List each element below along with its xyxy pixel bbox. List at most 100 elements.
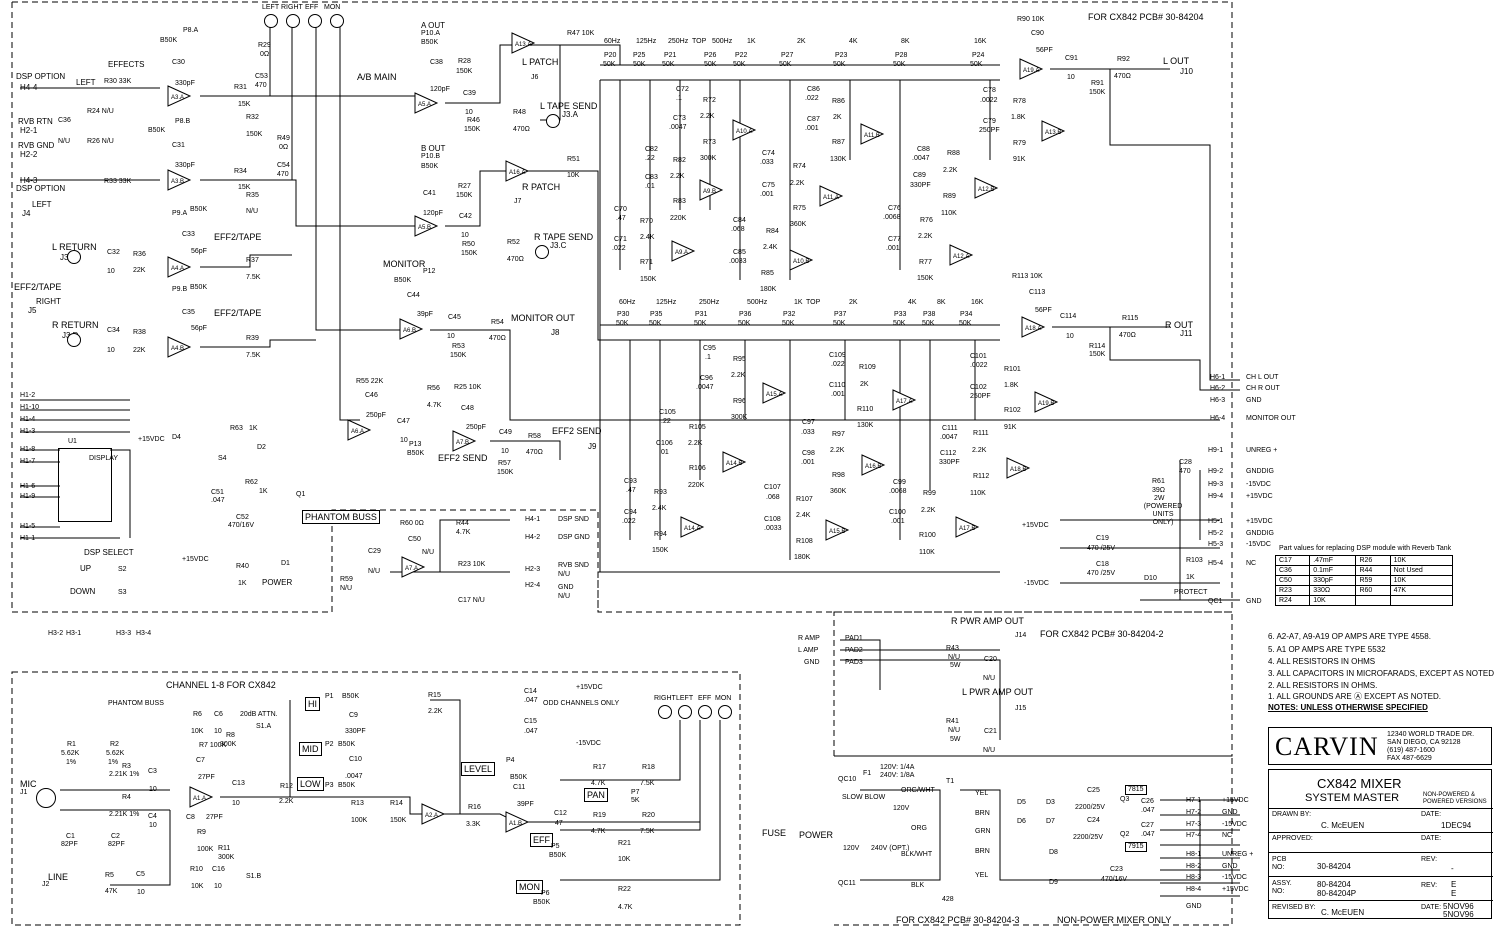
power-label-1: GND [1222,809,1238,816]
h4-1-dsp-snd-pin: H4-1 [525,516,541,523]
component-label: 110K [919,549,935,556]
component-label: .022 [612,245,626,252]
component-label: .022 [805,95,819,102]
component-label: C13 [232,780,245,787]
right-output-3: MONITOR OUT [1246,415,1296,422]
component-label: R111 [973,430,989,437]
component-label: .047 [524,697,538,704]
opamp-triangle [1019,58,1044,80]
power-pin-4: H8-1 [1186,851,1202,858]
component-label: 470Ω [1119,332,1136,339]
opamp-a13-a: A13.A [511,32,536,54]
component-label: R113 10K [1012,273,1043,280]
component-label: 50K [603,61,616,68]
component-label: R31 [234,84,247,91]
component-label: R61 [1152,478,1165,485]
connector-pin-4: H5-1 [1208,518,1224,525]
component-label: 10K [191,883,204,890]
slow-blow-label: SLOW BLOW [842,794,886,801]
drawing-title-note: NON-POWERED & POWERED VERSIONS [1423,792,1487,805]
opamp-triangle [1006,457,1031,479]
opamp-a16-a: A16.A [505,160,530,182]
ch-left-jack [678,705,692,719]
fuse-rating-120: 120V: 1/4A [880,764,915,771]
eq-right-band-3: 500Hz [747,299,768,306]
opamp-label: A12.B [978,187,994,193]
component-label: R84 [766,228,779,235]
opamp-label: A3.B [171,179,184,185]
opamp-triangle [167,336,192,358]
eff2-send-a: EFF2 SEND [438,453,488,463]
h6-pin-1: H6-2 [1210,385,1226,392]
component-label: 50K [782,320,795,327]
component-label: 2.2K [972,447,987,454]
component-label: 330PF [345,728,366,735]
eq-right-band-7: 4K [908,299,917,306]
component-label: 470Ω [1114,73,1131,80]
dsp-table-cell: C36 [1274,565,1311,576]
component-label: .1 [676,95,682,102]
h-left-4: H1-8 [20,446,36,453]
component-label: 50K [738,320,751,327]
opamp-triangle [167,85,192,107]
component-label: 2.2K [670,173,685,180]
component-label: C21 [984,728,997,735]
wire-brn-top: BRN [975,810,990,817]
odd-channels-label: ODD CHANNELS ONLY [543,700,620,707]
eq-right-band-0: 60Hz [619,299,636,306]
component-label: 50K [959,320,972,327]
ch-right-jack [658,705,672,719]
component-label: 56pF [191,248,207,255]
l-amp-label: L AMP [798,647,819,654]
component-label: P24 [972,52,985,59]
pcb-top-header: FOR CX842 PCB# 30-84204 [1088,12,1204,22]
h2-3-pin: H2-3 [525,566,541,573]
component-label: .047 [1141,831,1155,838]
power-pin-6: H8-3 [1186,874,1202,881]
h6-pin-3: H6-4 [1210,415,1226,422]
component-label: R52 [507,239,520,246]
component-label: R77 [919,259,932,266]
component-label: C78 [983,87,996,94]
component-label: R53 [452,343,465,350]
component-label: .001 [891,518,905,525]
wire-blk-wht: BLK/WHT [901,851,933,858]
right-output-1: CH R OUT [1246,385,1280,392]
j8-label: J8 [551,328,560,337]
phantom-buss-ch-label: PHANTOM BUSS [108,700,164,707]
component-label: .022 [622,518,636,525]
component-label: B50K [342,693,360,700]
r-tape-send-label: R TAPE SEND [534,232,594,242]
opamp-label: A2.A [425,813,438,819]
l-return-label: L RETURN [52,242,97,252]
component-label: P3 [325,782,334,789]
component-label: R23 10K [458,561,486,568]
display-label: DISPLAY [89,455,119,462]
component-label: 50K [662,61,675,68]
component-label: 2.2K [790,180,805,187]
component-label: P5 [551,843,560,850]
component-label: R78 [1013,98,1026,105]
u1-display-chip: DISPLAY [58,448,118,522]
component-label: 2200/25V [1073,834,1103,841]
component-label: C85 [733,249,746,256]
note-5: 1. ALL GROUNDS ARE Ⓐ EXCEPT AS NOTED. [1268,692,1441,701]
section-borders [11,1,1233,926]
drawn-by-value: C. McEUEN [1321,821,1365,830]
component-label: C7 [196,757,205,764]
component-label: 4.7K [591,780,606,787]
opamp-triangle [1041,120,1066,142]
component-label: 15K [238,184,251,191]
component-label: 1K [259,488,268,495]
j2-label: J2 [42,881,50,888]
component-label: C20 [984,656,997,663]
component-label: R13 [351,800,364,807]
component-label: 300K [220,741,237,748]
component-label: C71 [614,236,627,243]
eq-right-rail [600,324,1000,560]
component-label: 50K [893,61,906,68]
component-label: .47 [626,487,636,494]
